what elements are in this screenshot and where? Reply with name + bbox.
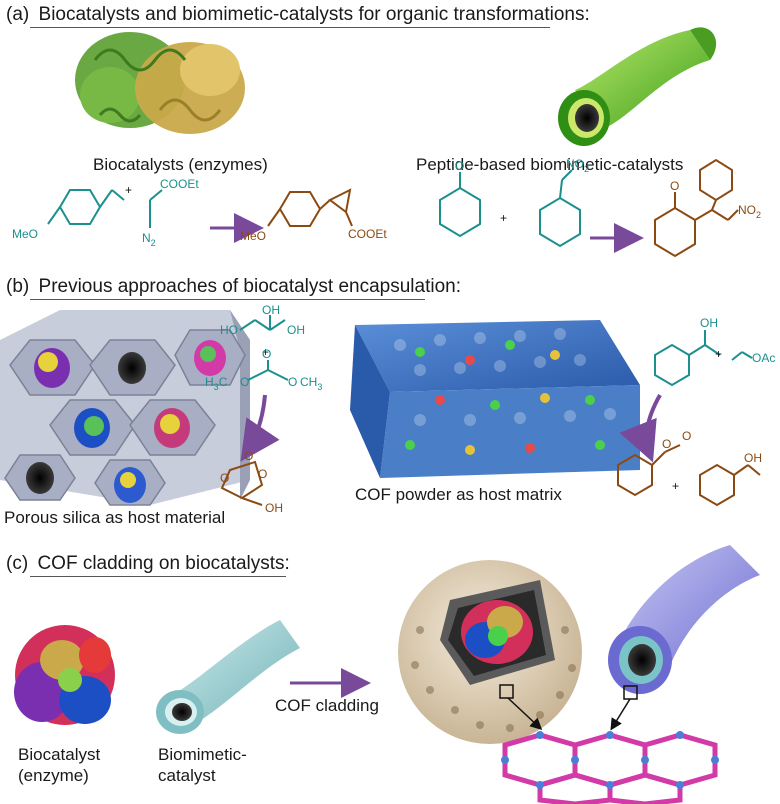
- label-cooet-1: COOEt: [160, 177, 199, 191]
- plus-5: +: [672, 479, 679, 493]
- section-c-title: (c) COF cladding on biocatalysts:: [6, 553, 290, 575]
- cof-framework-nodes: [501, 731, 719, 789]
- section-b-underline: [30, 299, 425, 300]
- section-c-label: (c): [6, 553, 29, 574]
- section-a-text: Biocatalysts and biomimetic-catalysts fo…: [38, 4, 590, 25]
- caption-biocatalyst-line2: (enzyme): [18, 766, 89, 785]
- enzyme-surface-image: [14, 625, 115, 725]
- label-carb-o3: O: [288, 375, 297, 389]
- plus-1: +: [125, 183, 132, 197]
- cof-clad-sphere-image: [398, 560, 582, 744]
- peptide-tube-image: [558, 27, 717, 146]
- caption-cof-powder: COF powder as host matrix: [355, 485, 562, 504]
- caption-biocatalyst: Biocatalyst (enzyme): [18, 744, 100, 786]
- label-carb-o: O: [262, 347, 271, 361]
- section-b-text: Previous approaches of biocatalyst encap…: [38, 276, 461, 297]
- section-c-underline: [30, 576, 286, 577]
- label-meo-2: MeO: [240, 229, 266, 243]
- label-cyc-o3: O: [258, 467, 267, 481]
- label-no2-b: NO2: [738, 203, 761, 220]
- label-h3c: H3C: [205, 375, 228, 392]
- reaction-cyclopropanation: [47, 188, 353, 243]
- label-oac: OAc: [752, 351, 775, 365]
- label-ketone-o: O: [455, 159, 464, 173]
- plus-4: +: [715, 347, 722, 361]
- reaction-transesterification: [617, 330, 761, 507]
- caption-biomimetic: Biomimetic- catalyst: [158, 744, 247, 786]
- section-b-label: (b): [6, 276, 30, 297]
- label-ester-o2: O: [682, 429, 691, 443]
- caption-silica: Porous silica as host material: [4, 508, 226, 527]
- cof-framework-image: [502, 732, 718, 804]
- caption-cof-cladding: COF cladding: [275, 696, 379, 715]
- label-oh-product: OH: [265, 501, 283, 515]
- label-cyc-o: O: [244, 449, 253, 463]
- label-ketone-o2: O: [670, 179, 679, 193]
- reaction-michael-addition: [439, 158, 739, 258]
- enzyme-structure-image: [75, 32, 245, 134]
- section-a-title: (a) Biocatalysts and biomimetic-catalyst…: [6, 4, 590, 26]
- label-oh-alc: OH: [700, 316, 718, 330]
- label-carb-o2: O: [240, 375, 249, 389]
- cof-powder-sheet-image: [350, 320, 640, 478]
- label-oh-right: OH: [287, 323, 305, 337]
- label-no2-a: NO2: [566, 157, 589, 174]
- label-cyc-o2: O: [220, 471, 229, 485]
- label-ch3: CH3: [300, 375, 322, 392]
- section-c-text: COF cladding on biocatalysts:: [37, 553, 290, 574]
- reaction-glycerol-carbonate: [220, 315, 289, 506]
- zoom-arrow-tube: [610, 698, 631, 731]
- caption-biomimetic-line2: catalyst: [158, 766, 216, 785]
- section-a-label: (a): [6, 4, 30, 25]
- silica-honeycomb-image: [0, 310, 250, 506]
- label-oh-final: OH: [744, 451, 762, 465]
- section-a-underline: [30, 27, 550, 28]
- label-meo-1: MeO: [12, 227, 38, 241]
- caption-biomimetic-line1: Biomimetic-: [158, 745, 247, 764]
- caption-peptide: Peptide-based biomimetic-catalysts: [416, 155, 684, 174]
- caption-biocatalyst-line1: Biocatalyst: [18, 745, 101, 764]
- caption-enzymes: Biocatalysts (enzymes): [93, 155, 268, 174]
- cof-clad-tube-image: [608, 545, 760, 700]
- plus-2: +: [500, 211, 507, 225]
- plus-3: +: [262, 345, 269, 359]
- zoom-arrow-sphere: [507, 697, 543, 731]
- label-ester-o: O: [662, 437, 671, 451]
- section-b-title: (b) Previous approaches of biocatalyst e…: [6, 276, 461, 298]
- label-cooet-2: COOEt: [348, 227, 387, 241]
- label-n2: N2: [142, 231, 156, 248]
- biomimetic-tube-image: [156, 620, 300, 734]
- label-ho-left: HO: [220, 323, 238, 337]
- label-oh-top: OH: [262, 303, 280, 317]
